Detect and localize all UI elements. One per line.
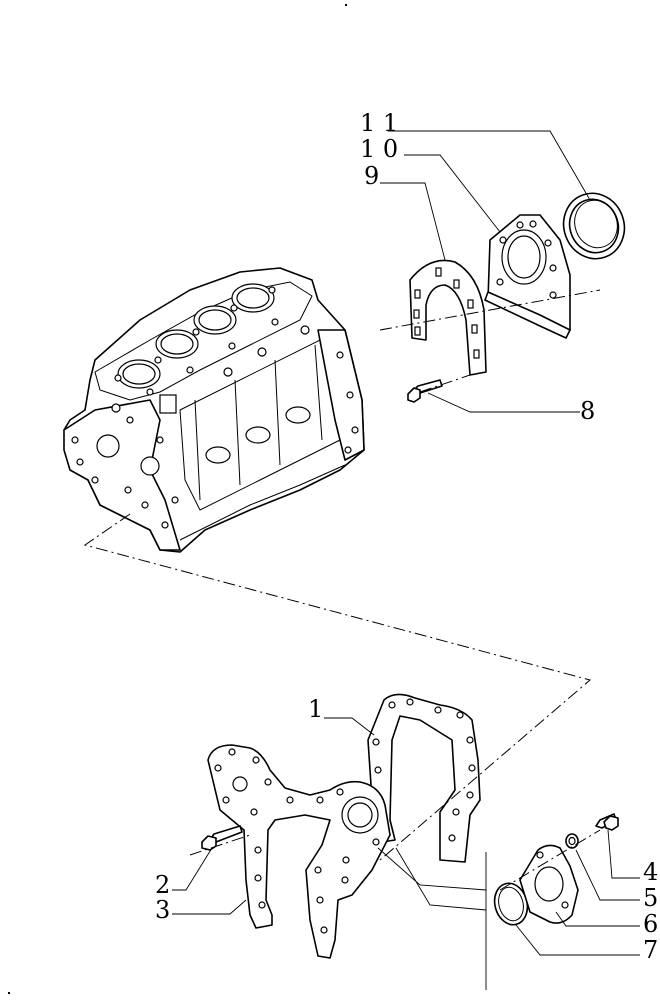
callout-5: 5	[643, 884, 658, 912]
front-cover-plate	[207, 744, 391, 959]
callout-4: 4	[643, 858, 658, 886]
rear-oil-seal-ring	[562, 192, 626, 260]
callout-3: 3	[155, 896, 170, 924]
rear-seal-housing	[484, 214, 571, 339]
leader-lines	[172, 130, 640, 956]
rear-seal-gasket	[409, 259, 487, 376]
cover-flange	[519, 844, 579, 924]
assembly-axis-lines	[83, 289, 601, 891]
washer	[565, 833, 579, 849]
flange-screw	[595, 813, 619, 831]
callout-10: 1 0	[360, 135, 398, 163]
callout-8: 8	[580, 397, 595, 425]
callout-6: 6	[643, 910, 658, 938]
callout-7: 7	[643, 936, 658, 964]
rear-housing-bolt	[407, 379, 443, 403]
callout-2: 2	[155, 871, 170, 899]
callout-1: 1	[308, 695, 323, 723]
callout-11: 1 1	[360, 109, 398, 137]
callout-9: 9	[364, 162, 379, 190]
engine-block	[63, 267, 365, 553]
front-cover-bolt	[201, 825, 243, 851]
